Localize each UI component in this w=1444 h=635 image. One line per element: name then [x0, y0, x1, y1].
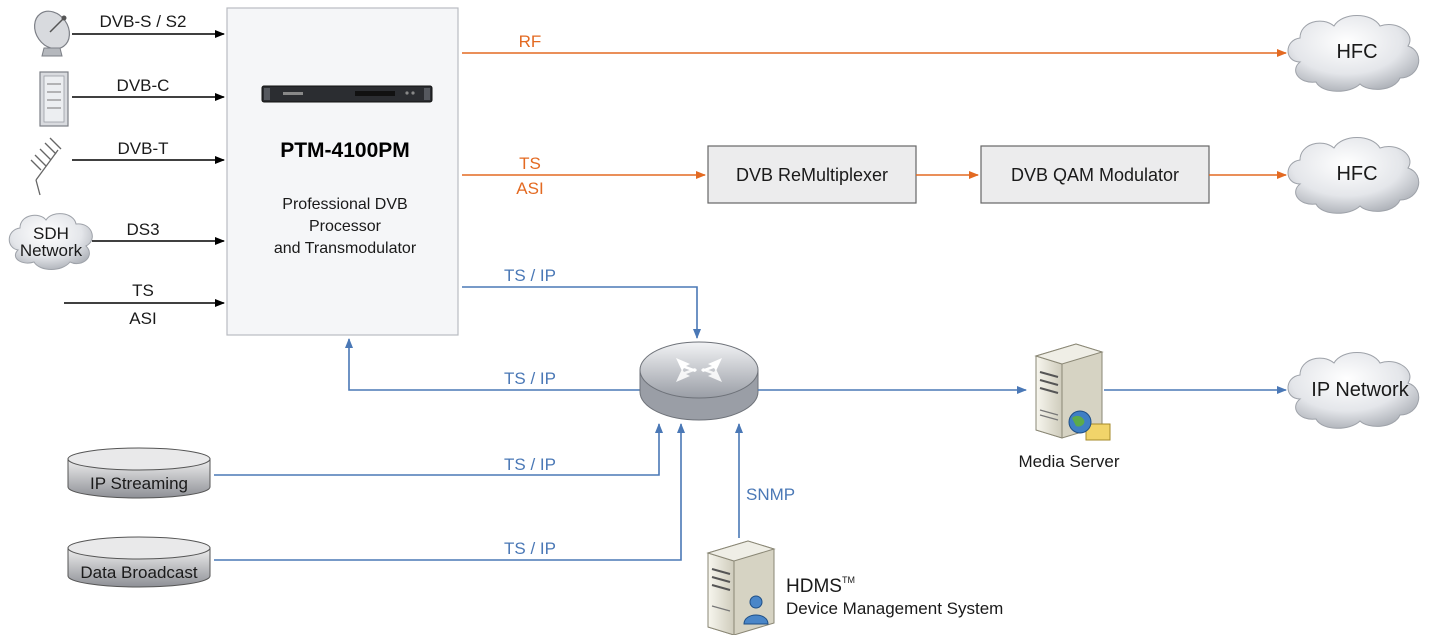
media-server-label: Media Server	[1018, 452, 1119, 471]
arrow-ts-ip-to-processor	[345, 338, 640, 391]
ip-network-label: IP Network	[1311, 379, 1409, 401]
sdh-label-line2: Network	[20, 241, 83, 260]
remux-box: DVB ReMultiplexer	[707, 145, 917, 204]
label-dvb-t: DVB-T	[118, 139, 169, 158]
label-ds3: DS3	[126, 220, 159, 239]
rack-unit-icon	[261, 85, 433, 103]
hfc-cloud-1: HFC	[1287, 15, 1420, 92]
label-ts-ip-in: TS / IP	[504, 369, 556, 388]
label-asi-out: ASI	[516, 179, 543, 198]
hdms-name: HDMS	[786, 576, 842, 597]
qam-box: DVB QAM Modulator	[980, 145, 1210, 204]
hfc-label-1: HFC	[1336, 41, 1377, 63]
cable-headend-icon	[39, 71, 69, 127]
remux-label: DVB ReMultiplexer	[736, 165, 888, 185]
hfc-cloud-2: HFC	[1287, 137, 1420, 214]
media-server-icon	[1034, 343, 1111, 441]
user-icon	[743, 595, 769, 625]
processor-desc-line1: Professional DVB	[282, 196, 407, 213]
hdms-server-icon	[706, 540, 776, 635]
ip-streaming-cylinder: IP Streaming	[67, 447, 211, 499]
label-dvb-c: DVB-C	[117, 76, 170, 95]
ip-streaming-label: IP Streaming	[90, 474, 188, 493]
data-broadcast-label: Data Broadcast	[80, 563, 197, 582]
router-icon	[639, 341, 759, 421]
label-ts-ip-broadcast: TS / IP	[504, 539, 556, 558]
sdh-label-line1: SDH	[33, 224, 69, 243]
label-asi-in: ASI	[129, 309, 156, 328]
hfc-label-2: HFC	[1336, 163, 1377, 185]
hdms-label: HDMSTM	[786, 575, 855, 597]
processor-model: PTM-4100PM	[280, 139, 410, 162]
arrow-ip-streaming-to-router	[214, 423, 663, 476]
processor-box: PTM-4100PM Professional DVB Processor an…	[226, 7, 459, 336]
label-ts-ip-out: TS / IP	[504, 266, 556, 285]
satellite-dish-icon	[33, 10, 71, 57]
arrow-ts-ip-to-router	[462, 286, 701, 339]
arrow-data-broadcast-to-router	[214, 423, 685, 561]
qam-label: DVB QAM Modulator	[1011, 165, 1179, 185]
sdh-network-cloud: SDH Network	[8, 213, 93, 270]
data-broadcast-cylinder: Data Broadcast	[67, 536, 211, 588]
terrestrial-antenna-icon	[30, 137, 62, 196]
processor-desc-line2: Processor	[309, 218, 382, 235]
label-ts-out: TS	[519, 154, 541, 173]
hdms-subtitle: Device Management System	[786, 599, 1003, 618]
ip-network-cloud: IP Network	[1287, 352, 1420, 429]
label-rf: RF	[519, 32, 542, 51]
label-ts-ip-streaming: TS / IP	[504, 455, 556, 474]
hdms-tm: TM	[842, 575, 855, 585]
processor-desc-line3: and Transmodulator	[274, 240, 417, 257]
label-ts-in: TS	[132, 281, 154, 300]
label-snmp: SNMP	[746, 485, 795, 504]
label-dvb-s: DVB-S / S2	[100, 12, 187, 31]
input-arrows	[64, 30, 225, 307]
